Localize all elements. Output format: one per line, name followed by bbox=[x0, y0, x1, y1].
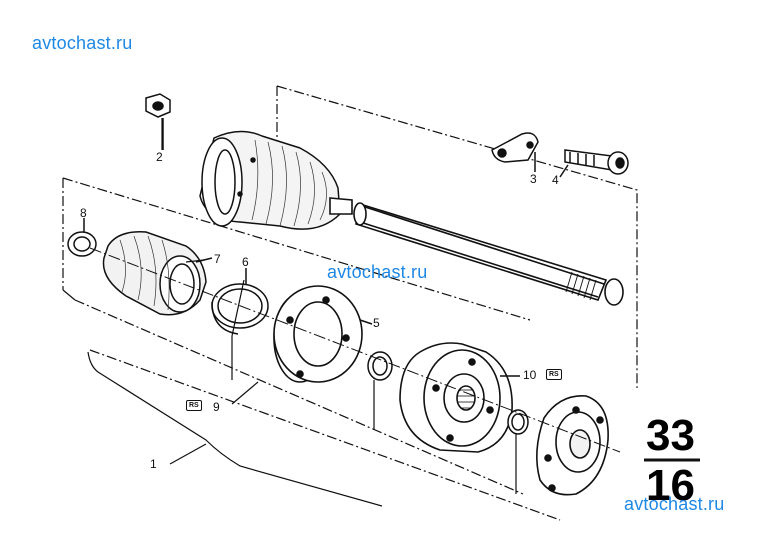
part-lower-boot bbox=[102, 231, 213, 316]
part-circlip-2 bbox=[507, 409, 529, 435]
callout-8: 8 bbox=[80, 206, 87, 220]
part-output-flange bbox=[536, 395, 609, 496]
watermark-middle: avtochast.ru bbox=[327, 262, 428, 282]
part-bolt bbox=[559, 149, 629, 178]
callout-10: 10 bbox=[523, 368, 537, 382]
part-cover-flange bbox=[273, 285, 373, 383]
callout-1: 1 bbox=[150, 457, 157, 471]
part-nut bbox=[145, 93, 171, 150]
callout-9: 9 bbox=[213, 400, 220, 414]
part-cv-joint bbox=[399, 342, 520, 453]
callout-4: 4 bbox=[552, 173, 559, 187]
section-group-number: 33 bbox=[646, 411, 695, 460]
callout-6: 6 bbox=[242, 255, 249, 269]
part-upper-boot bbox=[199, 130, 341, 230]
callout-5: 5 bbox=[373, 316, 380, 330]
assembly-frame-lines bbox=[62, 85, 638, 521]
rs-badge-9: RS bbox=[186, 400, 202, 411]
callout-2: 2 bbox=[156, 150, 163, 164]
watermark-bottom-right: avtochast.ru bbox=[624, 494, 725, 514]
part-bracket bbox=[491, 132, 539, 172]
watermark-top-left: avtochast.ru bbox=[32, 33, 133, 53]
callout-3: 3 bbox=[530, 172, 537, 186]
leader-lines bbox=[62, 118, 517, 507]
rs-badge-10: RS bbox=[546, 369, 562, 380]
part-small-ring bbox=[67, 218, 97, 257]
callout-7: 7 bbox=[214, 252, 221, 266]
part-circlip bbox=[367, 351, 393, 381]
section-subgroup-number: 16 bbox=[646, 461, 695, 510]
center-axis-line bbox=[89, 247, 621, 453]
part-drive-shaft bbox=[329, 197, 624, 306]
